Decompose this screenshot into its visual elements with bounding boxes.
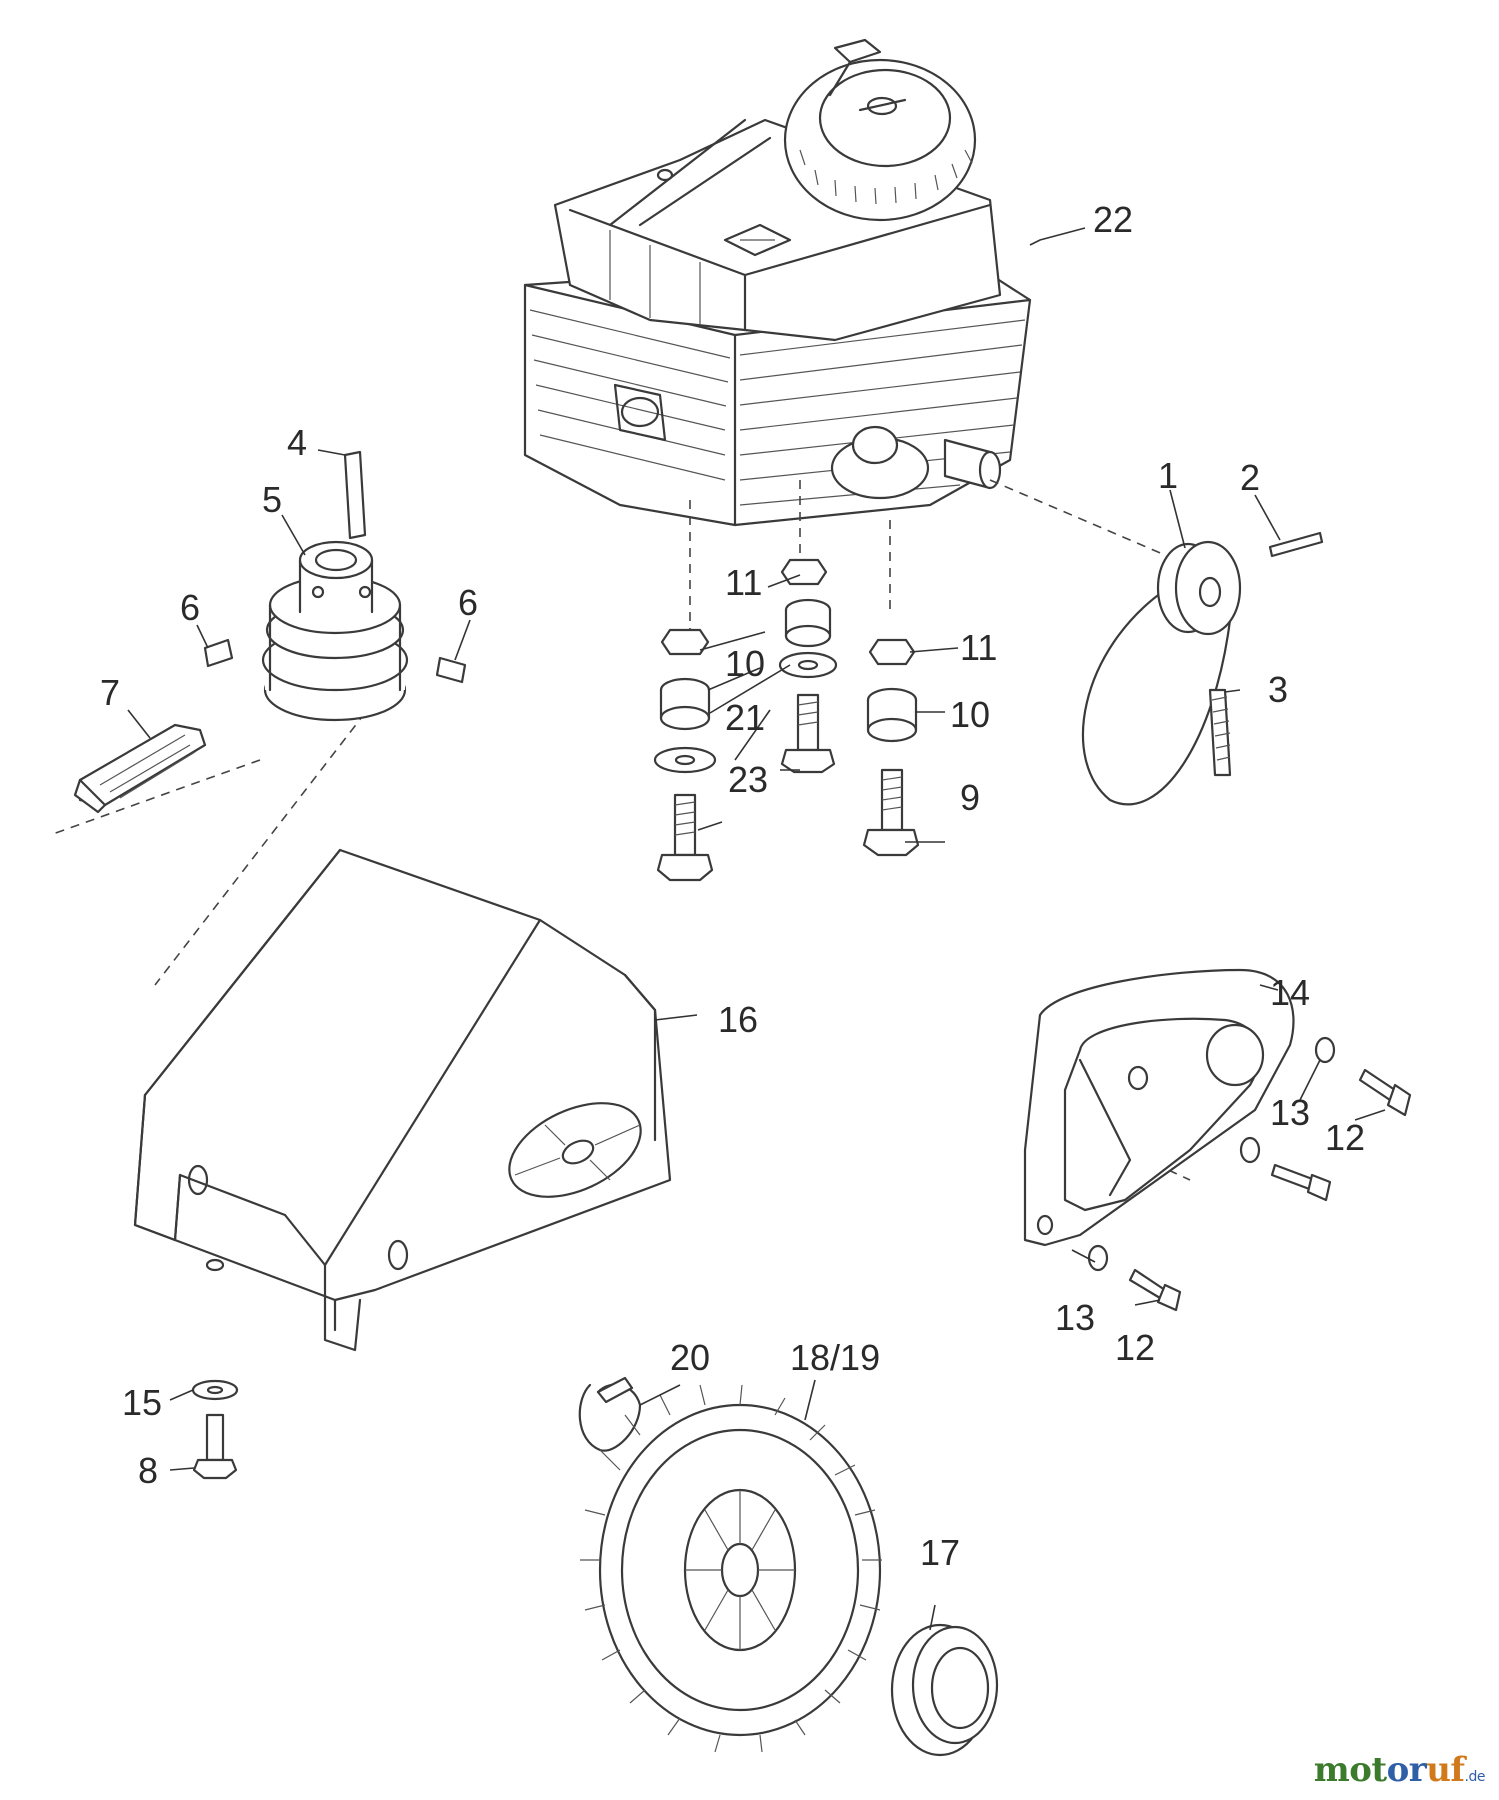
mount-hardware-center <box>778 558 838 774</box>
clip-part <box>578 1376 642 1452</box>
callout-13-upper: 13 <box>1270 1092 1310 1133</box>
hub-part <box>890 1623 999 1757</box>
callout-3: 3 <box>1268 669 1288 710</box>
callout-10-right: 10 <box>950 694 990 735</box>
callout-14: 14 <box>1270 972 1310 1013</box>
callout-22: 22 <box>1093 199 1133 240</box>
pin-part <box>1268 531 1324 558</box>
drive-pulley-part <box>261 540 409 722</box>
key-part <box>343 450 367 540</box>
callout-23: 23 <box>728 759 768 800</box>
callout-17: 17 <box>920 1532 960 1573</box>
callout-21: 21 <box>725 697 765 738</box>
callout-18-19: 18/19 <box>790 1337 880 1378</box>
site-watermark: motoruf.de <box>1313 1750 1486 1790</box>
set-screw-part <box>1208 688 1232 777</box>
callout-6-left: 6 <box>180 587 200 628</box>
callout-9: 9 <box>960 777 980 818</box>
callout-12-upper: 12 <box>1325 1117 1365 1158</box>
callout-4: 4 <box>287 422 307 463</box>
callout-10-left: 10 <box>725 643 765 684</box>
mount-hardware-right <box>862 638 920 857</box>
guard-fastener-part <box>191 1379 239 1480</box>
callout-7: 7 <box>100 672 120 713</box>
callout-11-right: 11 <box>960 627 997 668</box>
engine-part <box>523 38 1032 527</box>
callout-6-right: 6 <box>458 582 478 623</box>
belt-guard-part <box>133 848 672 1352</box>
wheel-part <box>580 1384 882 1753</box>
mount-hardware-left <box>653 628 717 882</box>
shaft-key-part <box>73 723 207 814</box>
callout-1: 1 <box>1158 455 1178 496</box>
callout-8: 8 <box>138 1450 158 1491</box>
callout-labels: 22 1 2 3 4 5 6 6 7 11 11 10 10 21 23 9 1… <box>100 199 1365 1573</box>
callout-2: 2 <box>1240 457 1260 498</box>
cover-fastener-part <box>1087 1036 1412 1312</box>
set-screw-part <box>203 638 467 684</box>
callout-13-lower: 13 <box>1055 1297 1095 1338</box>
callout-12-lower: 12 <box>1115 1327 1155 1368</box>
pulley-part <box>1081 540 1242 806</box>
leader-lines <box>127 227 1386 1631</box>
callout-11-upper: 11 <box>725 562 762 603</box>
gear-cover-part <box>1023 968 1295 1247</box>
callout-16: 16 <box>718 999 758 1040</box>
callout-20: 20 <box>670 1337 710 1378</box>
callout-5: 5 <box>262 479 282 520</box>
callout-15: 15 <box>122 1382 162 1423</box>
